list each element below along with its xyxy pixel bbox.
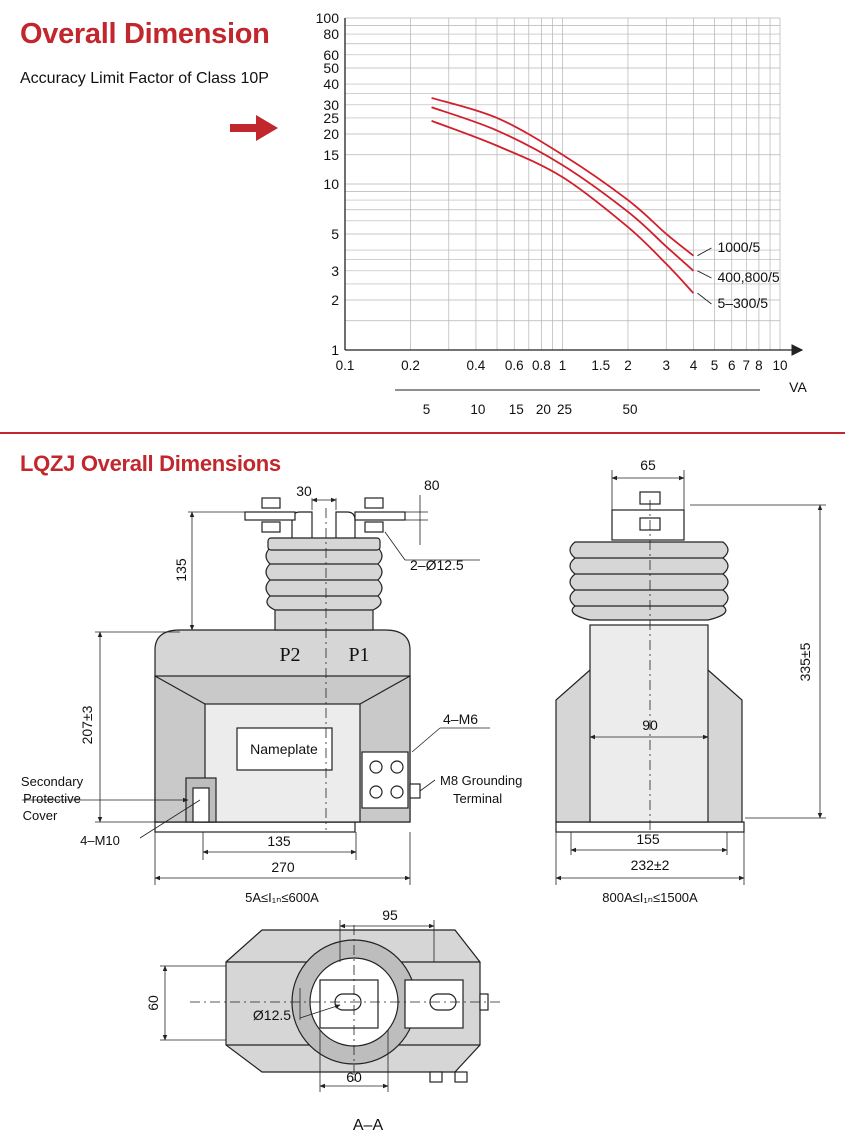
front-view — [154, 497, 421, 833]
va-tick-label: 20 — [536, 402, 551, 417]
dim-4-m6: 4–M6 — [443, 711, 478, 727]
x-tick-label: 6 — [728, 358, 736, 373]
dim-30: 30 — [296, 483, 312, 499]
y-tick-label: 20 — [323, 126, 339, 142]
cover-label-3: Cover — [23, 808, 58, 823]
series-line-1 — [431, 106, 695, 272]
series-leader-0 — [697, 247, 712, 257]
side-view-dims — [555, 470, 826, 885]
section-title: LQZJ Overall Dimensions — [20, 451, 281, 476]
series-line-2 — [431, 120, 695, 294]
chart-grid — [344, 17, 781, 351]
x-tick-label: 3 — [663, 358, 671, 373]
x-tick-label: 2 — [624, 358, 632, 373]
y-tick-label: 10 — [323, 176, 339, 192]
dim-95: 95 — [382, 907, 398, 923]
y-tick-label: 50 — [323, 60, 339, 76]
plan-view-labels: 95 60 Ø12.5 60 A–A — [145, 907, 398, 1134]
va-tick-label: 15 — [509, 402, 524, 417]
dim-60-horizontal: 60 — [346, 1069, 362, 1085]
x-tick-label: 8 — [755, 358, 763, 373]
va-tick-label: 50 — [622, 402, 637, 417]
x-tick-label: 0.2 — [401, 358, 420, 373]
front-view-dims — [22, 495, 490, 885]
y-tick-label: 2 — [331, 292, 339, 308]
dim-135-bottom: 135 — [267, 833, 291, 849]
grounding-label-2: Terminal — [453, 791, 502, 806]
dim-hole: 2–Ø12.5 — [410, 557, 464, 573]
x-tick-label: 0.1 — [336, 358, 355, 373]
side-view — [555, 491, 745, 833]
cover-label-1: Secondary — [21, 774, 84, 789]
plan-view-dims — [160, 920, 435, 1092]
series-line-0 — [431, 97, 695, 257]
va-tick-label: 5 — [423, 402, 431, 417]
x-tick-label: 5 — [711, 358, 719, 373]
dim-80: 80 — [424, 477, 440, 493]
dim-155: 155 — [636, 831, 660, 847]
section-label: A–A — [353, 1117, 384, 1134]
y-tick-label: 30 — [323, 97, 339, 113]
va-tick-label: 25 — [557, 402, 572, 417]
series-label-0: 1000/5 — [717, 239, 760, 255]
dim-90: 90 — [642, 717, 658, 733]
x-tick-label: 0.6 — [505, 358, 524, 373]
chart-axes — [344, 18, 804, 391]
dim-232: 232±2 — [631, 857, 670, 873]
x-tick-label: 1 — [559, 358, 567, 373]
series-leader-1 — [697, 270, 712, 279]
chart-subtitle: Accuracy Limit Factor of Class 10P — [20, 70, 269, 87]
y-tick-label: 15 — [323, 147, 339, 163]
dim-270: 270 — [271, 859, 295, 875]
section-divider — [0, 432, 845, 434]
label-p1: P1 — [348, 644, 369, 666]
x-axis-label: VA — [789, 379, 807, 395]
x-tick-label: 4 — [690, 358, 698, 373]
red-arrow-icon — [230, 115, 278, 141]
x-tick-label: 0.4 — [467, 358, 486, 373]
dim-207: 207±3 — [79, 705, 95, 744]
dim-65: 65 — [640, 457, 656, 473]
y-tick-label: 100 — [316, 10, 340, 26]
series-leader-2 — [697, 292, 712, 305]
y-tick-label: 40 — [323, 76, 339, 92]
dim-4-m10: 4–M10 — [80, 833, 120, 848]
cover-label-2: Protective — [23, 791, 81, 806]
plan-view — [190, 925, 500, 1085]
dim-60-vertical: 60 — [145, 995, 161, 1011]
page-title: Overall Dimension — [20, 18, 270, 50]
x-tick-label: 7 — [743, 358, 751, 373]
va-tick-label: 10 — [470, 402, 485, 417]
side-range: 800A≤I₁ₙ≤1500A — [602, 890, 698, 905]
x-tick-label: 0.8 — [532, 358, 551, 373]
x-tick-label: 10 — [772, 358, 787, 373]
front-view-labels: 30 80 135 2–Ø12.5 P2 P1 207±3 4–M6 Namep… — [21, 477, 522, 905]
y-tick-label: 80 — [323, 26, 339, 42]
y-tick-label: 1 — [331, 342, 339, 358]
chart-curves: 1000/5 400,800/5 5–300/5 — [431, 97, 780, 311]
y-tick-label: 3 — [331, 263, 339, 279]
grounding-label-1: M8 Grounding — [440, 773, 522, 788]
x-tick-label: 1.5 — [591, 358, 610, 373]
y-tick-label: 60 — [323, 47, 339, 63]
series-label-1: 400,800/5 — [717, 269, 779, 285]
side-view-labels: 65 335±5 90 155 232±2 800A≤I₁ₙ≤1500A — [602, 457, 813, 905]
label-p2: P2 — [279, 644, 300, 666]
dim-135-top: 135 — [173, 558, 189, 582]
series-label-2: 5–300/5 — [717, 295, 768, 311]
dim-335: 335±5 — [797, 642, 813, 681]
front-range: 5A≤I₁ₙ≤600A — [245, 890, 319, 905]
y-tick-label: 25 — [323, 110, 339, 126]
y-tick-label: 5 — [331, 226, 339, 242]
dim-12-5: Ø12.5 — [253, 1007, 291, 1023]
nameplate-label: Nameplate — [250, 741, 318, 757]
